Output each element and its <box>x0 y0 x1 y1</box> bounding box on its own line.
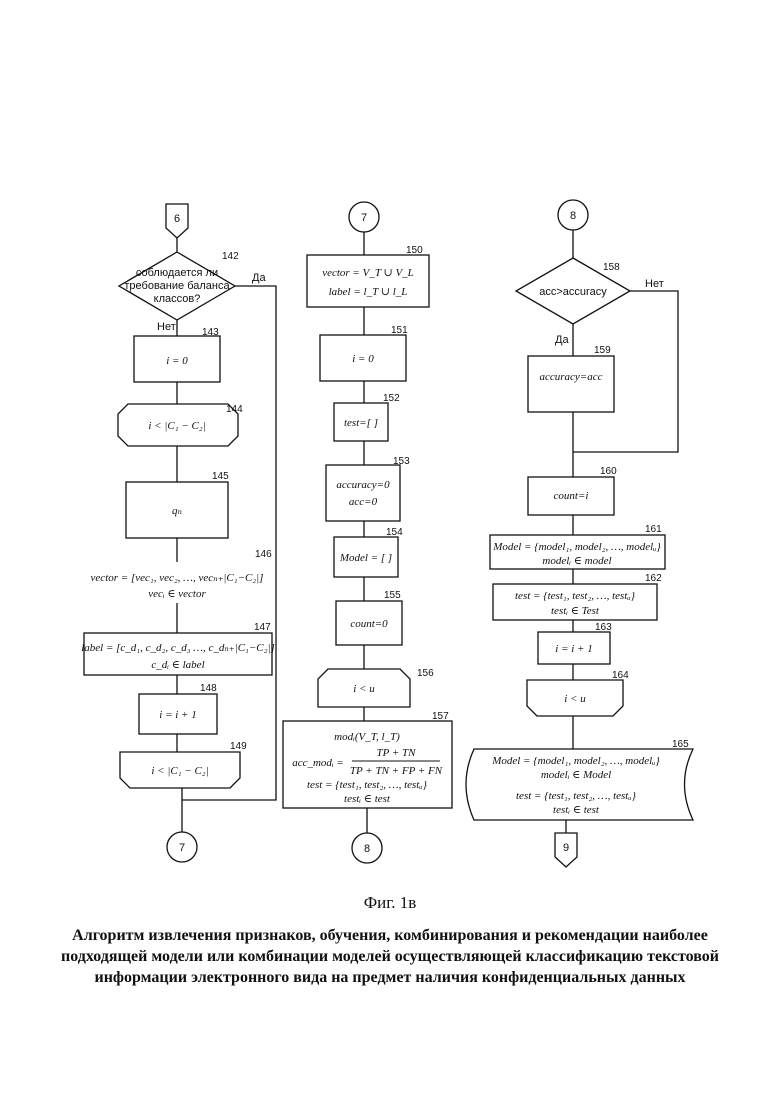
process-162-line2: testᵢ ∈ Test <box>551 605 600 617</box>
node-number-143: 143 <box>202 327 219 338</box>
step-146-line1: vector = [vec₁, vec₂, …, vecₙ₊|C₁−C₂|] <box>91 572 264 584</box>
node-number-155: 155 <box>384 590 401 601</box>
process-153-line2: acc=0 <box>349 496 378 508</box>
decision-142-line3: классов? <box>154 293 201 305</box>
yes-branch-line <box>182 286 276 800</box>
node-number-142: 142 <box>222 251 239 262</box>
node-number-144: 144 <box>226 404 243 415</box>
process-153 <box>326 465 400 521</box>
decision-142-line2: требование баланса <box>124 280 230 292</box>
process-161-line2: modelᵢ ∈ model <box>542 555 611 567</box>
node-number-158: 158 <box>603 262 620 273</box>
node-number-150: 150 <box>406 245 423 256</box>
node-number-156: 156 <box>417 668 434 679</box>
process-154-text: Model = [ ] <box>339 552 392 564</box>
connector-7-in-label: 7 <box>361 212 367 224</box>
no-label-158: Нет <box>645 278 664 290</box>
node-number-165: 165 <box>672 739 689 750</box>
node-number-145: 145 <box>212 471 229 482</box>
connector-8-out-label: 8 <box>364 843 370 855</box>
process-161-line1: Model = {model₁, model₂, …, modelᵤ} <box>492 541 661 553</box>
node-number-164: 164 <box>612 670 629 681</box>
node-number-152: 152 <box>383 393 400 404</box>
figure-caption: Алгоритм извлечения признаков, обучения,… <box>60 925 720 988</box>
yes-label-142: Да <box>252 272 266 284</box>
process-157-numerator: TP + TN <box>376 747 416 759</box>
node-number-149: 149 <box>230 741 247 752</box>
loop-end-149-text: i < |C₁ − C₂| <box>151 765 208 777</box>
process-148-text: i = i + 1 <box>159 709 196 721</box>
process-153-line1: accuracy=0 <box>336 479 390 491</box>
process-147-line1: label = [c_d₁, c_d₂, c_d₃ …, c_dₙ₊|C₁−C₂… <box>81 642 275 654</box>
loop-start-144-text: i < |C₁ − C₂| <box>148 420 205 432</box>
process-160-text: count=i <box>554 490 589 502</box>
process-155-text: count=0 <box>350 618 388 630</box>
node-number-146: 146 <box>255 549 272 560</box>
output-165-line3: test = {test₁, test₂, …, testᵤ} <box>516 790 637 802</box>
node-number-161: 161 <box>645 524 662 535</box>
output-165-line4: testᵢ ∈ test <box>553 804 600 816</box>
process-143-text: i = 0 <box>166 355 188 367</box>
process-157-denominator: TP + TN + FP + FN <box>350 765 443 777</box>
node-number-153: 153 <box>393 456 410 467</box>
process-157-line3: test = {test₁, test₂, …, testᵤ} <box>307 779 428 791</box>
loop-start-156-text: i < u <box>353 683 375 695</box>
process-157-line4: testᵢ ∈ test <box>344 793 391 805</box>
process-163-text: i = i + 1 <box>555 643 592 655</box>
process-151-text: i = 0 <box>352 353 374 365</box>
node-number-148: 148 <box>200 683 217 694</box>
connector-9-label: 9 <box>563 842 569 854</box>
node-number-160: 160 <box>600 466 617 477</box>
yes-label-158: Да <box>555 334 569 346</box>
process-147-line2: c_dᵢ ∈ label <box>151 659 204 671</box>
node-number-154: 154 <box>386 527 403 538</box>
connector-7-out-label: 7 <box>179 842 185 854</box>
process-150 <box>307 255 429 307</box>
process-152-text: test=[ ] <box>344 417 378 429</box>
output-165-line1: Model = {model₁, model₂, …, modelᵤ} <box>491 755 660 767</box>
node-number-163: 163 <box>595 622 612 633</box>
node-number-162: 162 <box>645 573 662 584</box>
no-label-142: Нет <box>157 321 176 333</box>
decision-158-text: acc>accuracy <box>539 286 607 298</box>
connector-6-label: 6 <box>174 213 180 225</box>
decision-142-line1: соблюдается ли <box>136 267 218 279</box>
process-157-acc-lhs: acc_modᵢ = <box>292 757 344 769</box>
process-159-text: accuracy=acc <box>540 371 603 383</box>
process-145-text: qₙ <box>172 505 182 517</box>
node-number-159: 159 <box>594 345 611 356</box>
node-number-157: 157 <box>432 711 449 722</box>
process-157-line1: modᵢ(V_T, l_T) <box>334 731 400 743</box>
step-146-line2: vecᵢ ∈ vector <box>148 588 206 600</box>
node-number-151: 151 <box>391 325 408 336</box>
process-159 <box>528 356 614 412</box>
loop-end-164-text: i < u <box>564 693 586 705</box>
node-number-147: 147 <box>254 622 271 633</box>
connector-8-in-label: 8 <box>570 210 576 222</box>
figure-label: Фиг. 1в <box>60 893 720 913</box>
process-150-line1: vector = V_T ∪ V_L <box>322 267 414 279</box>
process-162-line1: test = {test₁, test₂, …, testᵤ} <box>515 590 636 602</box>
output-165-line2: modelᵢ ∈ Model <box>541 769 611 781</box>
process-150-line2: label = l_T ∪ l_L <box>329 286 408 298</box>
